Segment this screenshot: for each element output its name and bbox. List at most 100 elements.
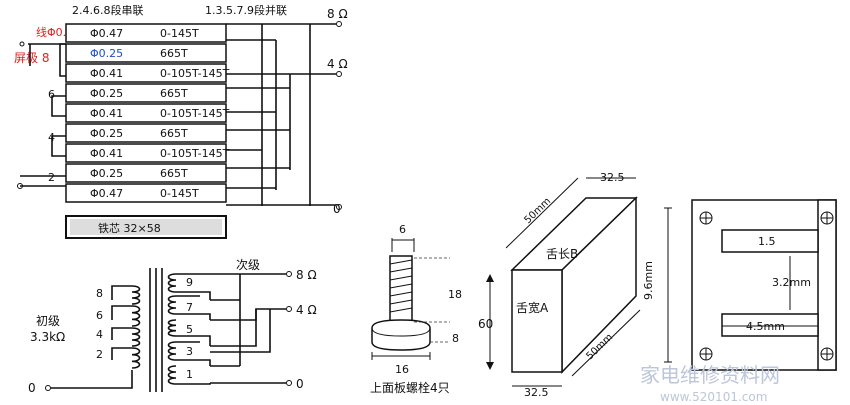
primary-tap-0: 0 [28,381,36,395]
secondary-coil-5 [167,365,177,385]
winding-table: 2.4.6.8段串联 1.3.5.7.9段并联 屏极 8 线Φ0.47mm Φ0… [14,3,348,239]
output-terminal-0 [286,380,292,386]
primary-lead-0 [51,370,133,389]
bolt-dim-ext [414,257,450,343]
tap-6-label: 6 [48,88,55,101]
primary-impedance: 3.3kΩ [30,330,65,344]
out-wire-6 [210,309,271,353]
plate-label: 屏极 8 [14,51,49,65]
dim-bottom-value: 32.5 [524,386,549,399]
winding-row-wire: Φ0.41 [90,147,123,160]
bolt-head-top-edge [371,327,431,337]
primary-tap-4: 4 [96,328,103,341]
bolt-head [371,319,431,351]
bolt-drawing: 6 18 8 16 上面板螺栓4只 [370,223,462,395]
plate-edge-strip [817,199,837,371]
iron-core-hatch [70,219,222,235]
dim-top-value: 32.5 [600,171,625,184]
primary-coil-3 [131,327,141,347]
tap-4-label: 4 [48,131,55,144]
screw-hole-tl-cross [700,212,712,224]
tongue-block: 舌长B 舌宽A 32.5 50mm 60 50mm 32.5 [478,171,641,399]
winding-row-wire: Φ0.25 [90,127,123,140]
bolt-caption: 上面板螺栓4只 [370,380,450,395]
winding-row-wire: Φ0.25 [90,47,123,60]
iron-core-label: 铁芯 32×58 [98,221,161,235]
terminal-8ohm [336,21,342,27]
winding-row-turns: 665T [160,47,188,60]
secondary-coil-4 [167,341,177,361]
plate-dim-c: 4.5mm [746,320,785,333]
secondary-tap-7: 7 [186,301,193,314]
winding-row-turns: 0-105T-145T [160,107,230,120]
winding-row-turns: 665T [160,87,188,100]
winding-row-turns: 0-145T [160,187,199,200]
dim-height-value: 60 [478,317,493,331]
slot-upper [721,229,819,253]
secondary-coil-1 [167,273,177,293]
secondary-coil-3 [167,319,177,337]
winding-row-wire: Φ0.41 [90,107,123,120]
bracket-3 [51,135,66,157]
winding-row-box [65,63,227,83]
secondary-coil-2 [167,295,177,315]
primary-tap-leads [111,285,132,360]
secondary-tap-3: 3 [186,345,193,358]
bolt-shaft [389,255,413,323]
winding-row-wire: Φ0.25 [90,167,123,180]
primary-coil-1 [131,285,141,305]
mounting-plate: 1.5 3.2mm 4.5mm 9.6mm [642,199,837,371]
bracket-2 [51,95,66,117]
winding-row-turns: 0-145T [160,27,199,40]
plate-terminal [19,41,25,47]
output-0-label: 0 [296,377,304,391]
screw-hole-br-cross [821,348,833,360]
secondary-tap-9: 9 [186,276,193,289]
winding-row-turns: 0-105T-145T [160,67,230,80]
output-8ohm-label: 8 Ω [296,268,317,282]
dim-height-arrow-bottom [486,362,494,370]
transformer-schematic: 初级 3.3kΩ 次级 8 6 4 2 0 9 7 5 3 1 8 Ω 4 Ω … [28,258,317,395]
primary-tap-2: 2 [96,348,103,361]
tongue-width-label: 舌宽A [516,300,549,315]
primary-label: 初级 [36,314,60,328]
secondary-tap-leads [176,273,211,385]
winding-row-turns: 0-105T-145T [160,147,230,160]
plate-dim-height-line [664,207,672,363]
dim-bottom-edge-line [571,309,641,377]
winding-row-wire: Φ0.41 [90,67,123,80]
header-parallel-label: 1.3.5.7.9段并联 [205,3,287,17]
dim-height-arrow-top [486,274,494,282]
bolt-dim-width: 16 [395,363,409,376]
terminal-0 [336,204,342,210]
winding-row-box [65,143,227,163]
winding-row-box [65,43,227,63]
winding-row-box [65,23,227,43]
bolt-thread [389,259,413,313]
primary-terminal-0 [45,385,51,391]
winding-row-wire: Φ0.47 [90,27,123,40]
winding-row-box [65,123,227,143]
out-wire-4 [210,309,257,347]
primary-tap-8: 8 [96,287,103,300]
bolt-dim-width-line [371,352,431,360]
winding-row-box [65,183,227,203]
plate-dim-b: 3.2mm [772,276,811,289]
output-terminal-4ohm [286,306,292,312]
primary-tap-6: 6 [96,309,103,322]
primary-coils [111,285,141,369]
dim-top-edge-value: 50mm [522,196,553,226]
winding-row-wire: Φ0.47 [90,187,123,200]
winding-row-box [65,103,227,123]
terminal-4ohm-label: 4 Ω [327,57,348,71]
dim-top-edge-line [505,177,579,249]
output-terminal-8ohm [286,271,292,277]
winding-row-wire: Φ0.25 [90,87,123,100]
watermark-url: www.520101.com [660,390,767,404]
primary-coil-4 [131,347,141,369]
plate-outline [691,199,837,371]
terminal-8ohm-label: 8 Ω [327,7,348,21]
winding-row-box [65,83,227,103]
